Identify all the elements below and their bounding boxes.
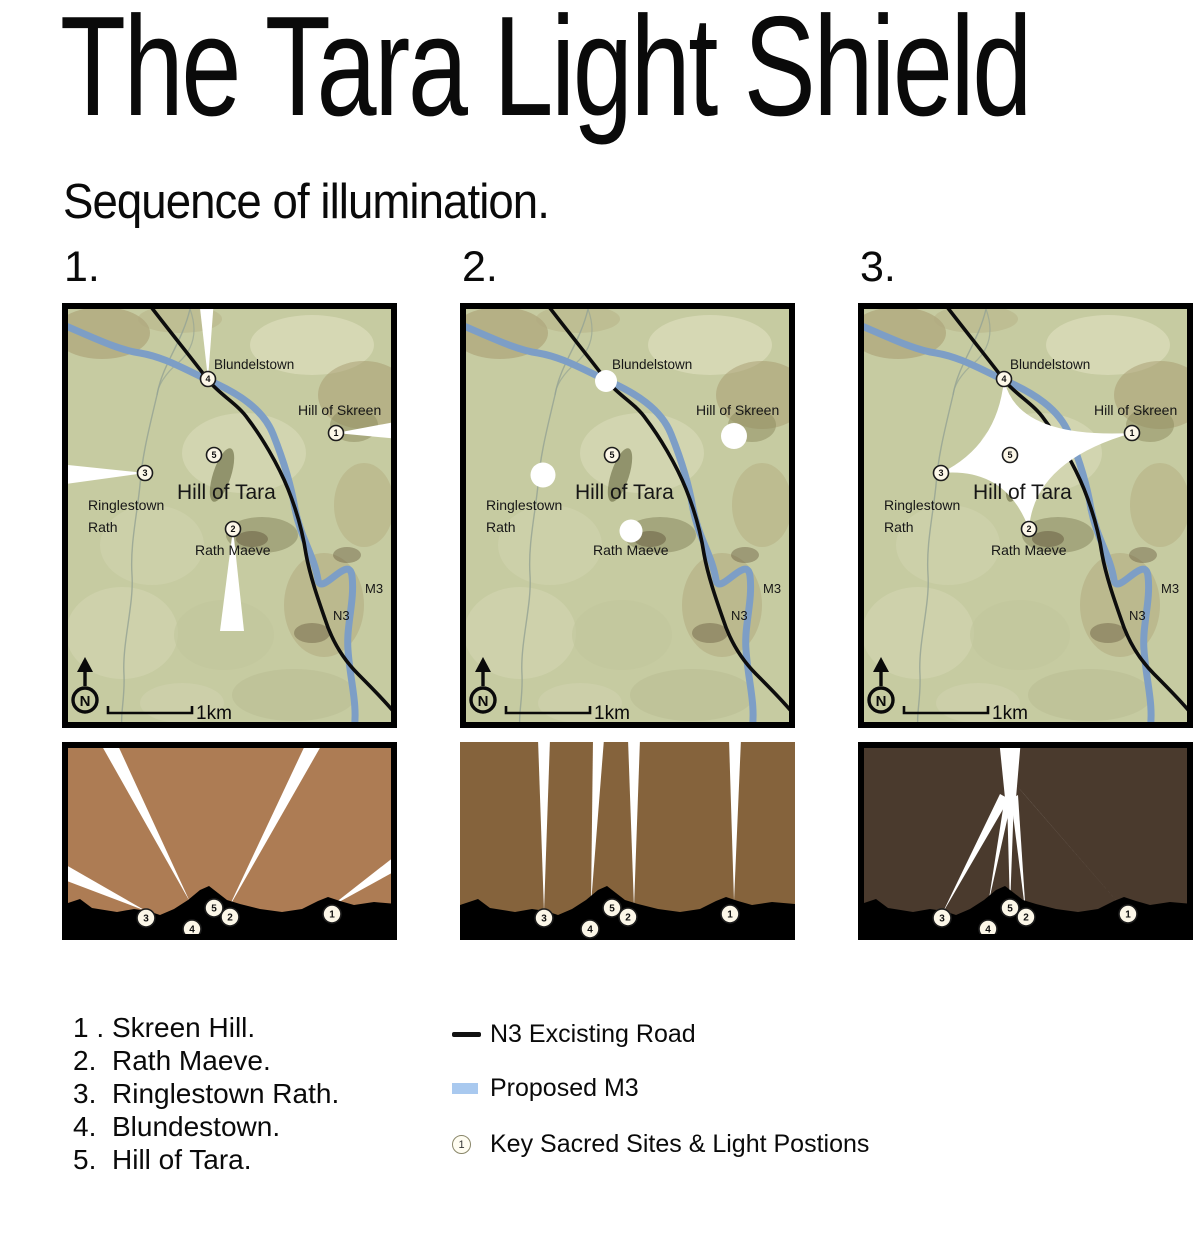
sites-legend-label: Key Sacred Sites & Light Postions: [490, 1130, 870, 1158]
svg-text:1km: 1km: [594, 703, 630, 724]
svg-text:5: 5: [211, 450, 216, 460]
cross-section-2: 3 4 52 1: [460, 742, 795, 940]
svg-text:4: 4: [189, 925, 195, 936]
svg-text:Rath: Rath: [88, 519, 118, 535]
svg-text:N: N: [876, 693, 887, 710]
legend-num-2: 2.: [73, 1045, 97, 1076]
svg-text:Hill of Skreen: Hill of Skreen: [696, 402, 779, 418]
cross-section-1: 3 4 52 1: [62, 742, 397, 940]
svg-text:N: N: [80, 693, 91, 710]
svg-text:Blundelstown: Blundelstown: [214, 357, 294, 372]
svg-text:Ringlestown: Ringlestown: [88, 497, 164, 513]
svg-text:1: 1: [1129, 428, 1134, 438]
page-title: The Tara Light Shield: [60, 0, 1032, 146]
svg-text:5: 5: [1007, 450, 1012, 460]
site-marker-symbol: 1: [452, 1135, 471, 1154]
svg-text:2: 2: [625, 913, 631, 924]
svg-text:5: 5: [609, 450, 614, 460]
panel-number-2: 2.: [462, 243, 498, 291]
svg-text:M3: M3: [1161, 581, 1179, 596]
svg-text:2: 2: [1023, 913, 1029, 924]
svg-text:Rath Maeve: Rath Maeve: [991, 542, 1067, 558]
legend-num-4: 4.: [73, 1111, 97, 1142]
panel-number-1: 1.: [64, 243, 100, 291]
svg-text:4: 4: [587, 925, 593, 936]
svg-text:Hill of Tara: Hill of Tara: [575, 481, 674, 504]
legend-item-3: 3. Ringlestown Rath.: [73, 1078, 339, 1111]
svg-text:Blundelstown: Blundelstown: [612, 357, 692, 372]
svg-text:4: 4: [205, 374, 210, 384]
legend-label-3: Ringlestown Rath.: [112, 1078, 340, 1109]
svg-text:1: 1: [329, 910, 335, 921]
svg-text:4: 4: [1001, 374, 1006, 384]
svg-text:3: 3: [142, 468, 147, 478]
svg-text:3: 3: [939, 914, 945, 925]
svg-text:1: 1: [333, 428, 338, 438]
legend-item-4: 4. Blundestown.: [73, 1111, 339, 1144]
legend-label-5: Hill of Tara.: [112, 1144, 252, 1175]
legend-row-n3: N3 Excisting Road: [452, 1020, 696, 1049]
svg-text:Blundelstown: Blundelstown: [1010, 357, 1090, 372]
legend-label-2: Rath Maeve.: [112, 1045, 271, 1076]
site-number-legend: 1 . Skreen Hill. 2. Rath Maeve. 3. Ringl…: [73, 1012, 339, 1177]
legend-label-1: Skreen Hill.: [112, 1012, 256, 1043]
svg-text:1: 1: [727, 910, 733, 921]
legend-label-4: Blundestown.: [112, 1111, 281, 1142]
subtitle: Sequence of illumination.: [63, 175, 550, 229]
legend-row-sites: 1 Key Sacred Sites & Light Postions: [452, 1130, 869, 1159]
svg-text:1: 1: [1125, 910, 1131, 921]
svg-text:Rath: Rath: [486, 519, 516, 535]
m3-road-label: Proposed M3: [490, 1074, 639, 1102]
svg-text:2: 2: [227, 913, 233, 924]
svg-text:1km: 1km: [196, 703, 232, 724]
svg-text:M3: M3: [365, 581, 383, 596]
legend-item-2: 2. Rath Maeve.: [73, 1045, 339, 1078]
svg-text:Hill of Tara: Hill of Tara: [177, 481, 276, 504]
svg-text:N3: N3: [1129, 608, 1146, 623]
svg-text:2: 2: [1026, 524, 1031, 534]
svg-text:3: 3: [938, 468, 943, 478]
legend-item-1: 1 . Skreen Hill.: [73, 1012, 339, 1045]
svg-text:Ringlestown: Ringlestown: [884, 497, 960, 513]
svg-text:5: 5: [211, 904, 217, 915]
legend-row-m3: Proposed M3: [452, 1074, 639, 1103]
svg-text:M3: M3: [763, 581, 781, 596]
m3-road-swatch: [452, 1083, 478, 1094]
svg-text:2: 2: [230, 524, 235, 534]
svg-text:4: 4: [985, 925, 991, 936]
legend-item-5: 5. Hill of Tara.: [73, 1144, 339, 1177]
svg-text:5: 5: [609, 904, 615, 915]
svg-text:Hill of Skreen: Hill of Skreen: [1094, 402, 1177, 418]
legend-num-5: 5.: [73, 1144, 97, 1175]
panel-number-3: 3.: [860, 243, 896, 291]
svg-text:Hill of Skreen: Hill of Skreen: [298, 402, 381, 418]
svg-text:3: 3: [541, 914, 547, 925]
legend-num-1: 1 .: [73, 1012, 105, 1043]
svg-text:Hill of Tara: Hill of Tara: [973, 481, 1072, 504]
svg-text:N3: N3: [333, 608, 350, 623]
svg-text:Ringlestown: Ringlestown: [486, 497, 562, 513]
svg-text:N: N: [478, 693, 489, 710]
svg-text:Rath Maeve: Rath Maeve: [195, 542, 271, 558]
legend-num-3: 3.: [73, 1078, 97, 1109]
n3-road-label: N3 Excisting Road: [490, 1020, 696, 1048]
svg-text:5: 5: [1007, 904, 1013, 915]
svg-text:3: 3: [143, 914, 149, 925]
svg-text:Rath Maeve: Rath Maeve: [593, 542, 669, 558]
svg-text:N3: N3: [731, 608, 748, 623]
cross-section-3: 3 4 52 1: [858, 742, 1193, 940]
svg-text:Rath: Rath: [884, 519, 914, 535]
svg-text:1km: 1km: [992, 703, 1028, 724]
n3-road-swatch: [452, 1032, 481, 1037]
